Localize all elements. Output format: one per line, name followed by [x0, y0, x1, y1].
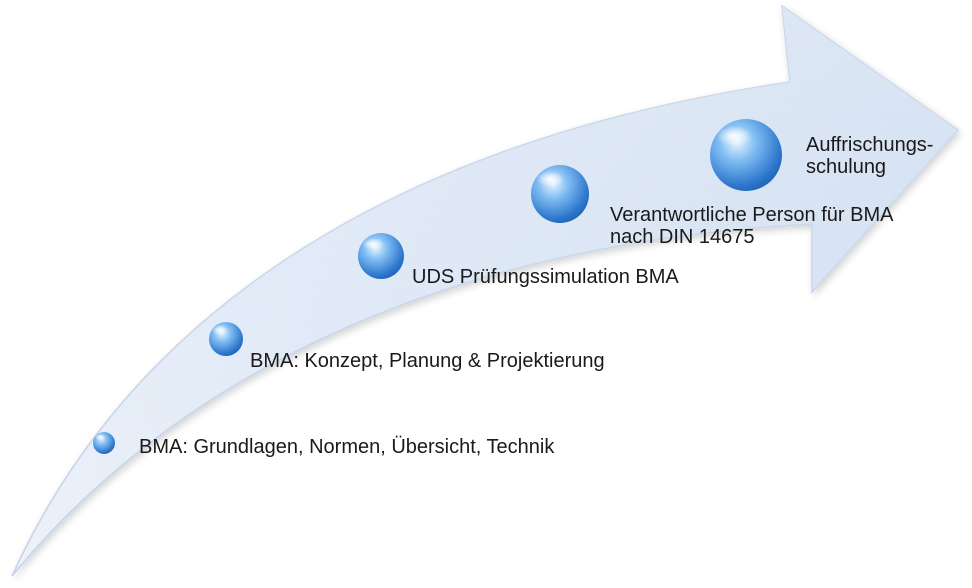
- step-bubbles: [93, 119, 782, 454]
- curved-arrow: [11, 4, 960, 577]
- step-2-label-line-1: BMA: Konzept, Planung & Projektierung: [250, 350, 605, 372]
- bubble-step-2: [209, 322, 243, 356]
- bubble-step-1: [93, 432, 115, 454]
- step-3-label-line-1: UDS Prüfungssimulation BMA: [412, 266, 679, 288]
- step-5-label: Auffrischungs- schulung: [806, 134, 933, 178]
- bubble-step-3: [358, 233, 404, 279]
- step-3-label: UDS Prüfungssimulation BMA: [412, 266, 679, 288]
- step-2-label: BMA: Konzept, Planung & Projektierung: [250, 350, 605, 372]
- step-4-label: Verantwortliche Person für BMA nach DIN …: [610, 204, 893, 248]
- step-5-label-line-2: schulung: [806, 156, 887, 178]
- step-1-label: BMA: Grundlagen, Normen, Übersicht, Tech…: [139, 436, 554, 458]
- step-4-label-line-1: Verantwortliche Person für BMA: [610, 204, 894, 226]
- step-5-label-line-1: Auffrischungs-: [806, 134, 934, 156]
- step-4-label-line-2: nach DIN 14675: [610, 226, 755, 248]
- bubble-step-4: [531, 165, 589, 223]
- bubble-step-5: [710, 119, 782, 191]
- step-1-label-line-1: BMA: Grundlagen, Normen, Übersicht, Tech…: [139, 436, 555, 458]
